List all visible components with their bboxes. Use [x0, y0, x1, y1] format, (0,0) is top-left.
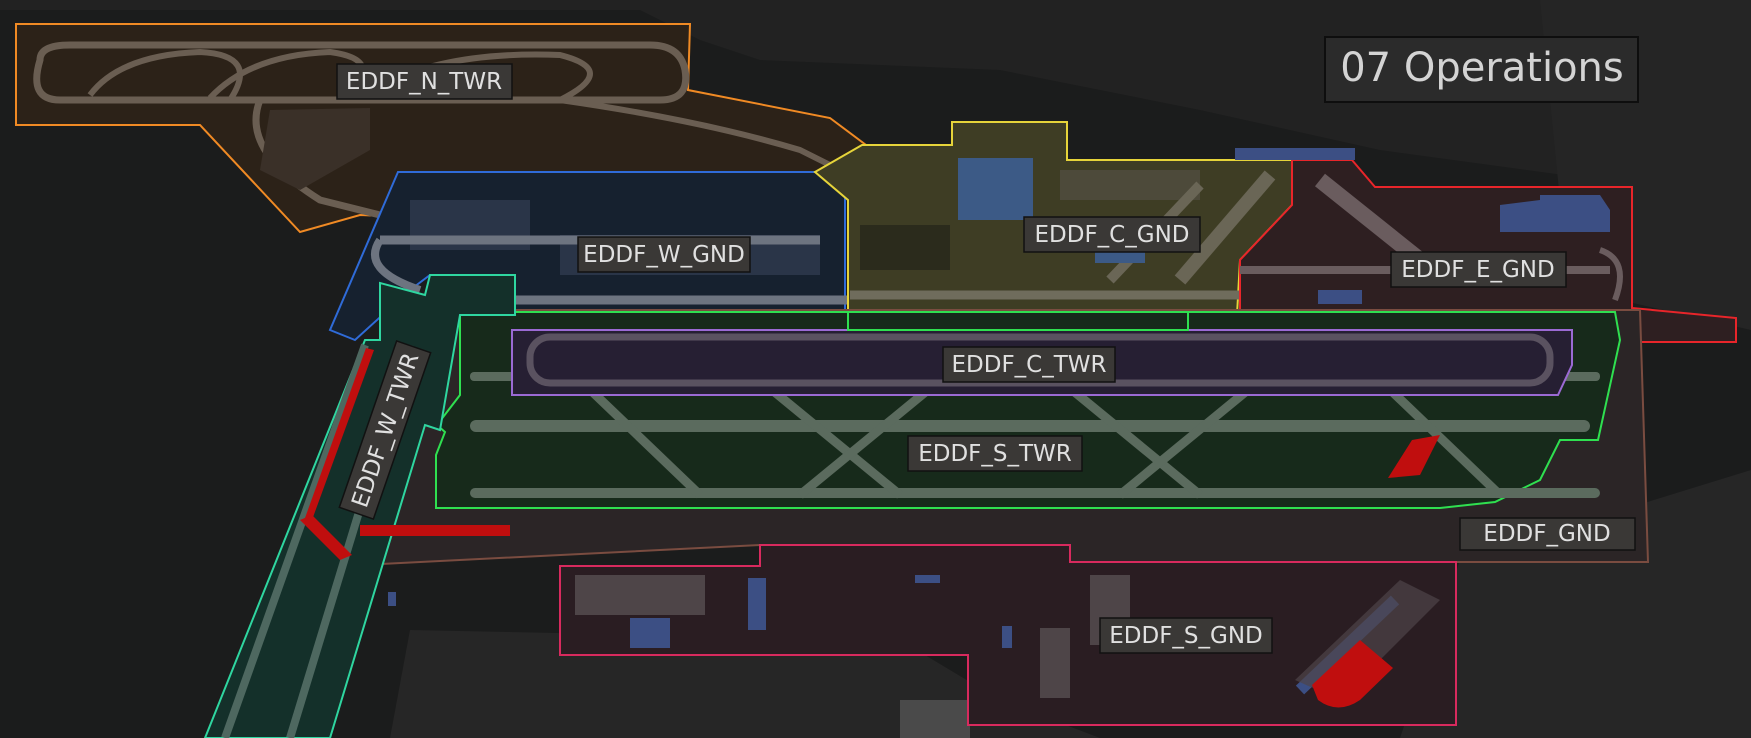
building-east-top: [1235, 148, 1355, 160]
label-e-gnd: EDDF_E_GND: [1390, 251, 1567, 288]
sector-s-gnd: [559, 544, 1457, 726]
terrain-patch: [900, 700, 970, 738]
label-n-twr-box: [336, 63, 513, 100]
runway-center: [470, 420, 1590, 432]
label-gnd: EDDF_GND: [1459, 517, 1636, 551]
taxiway-north-east: [559, 97, 842, 173]
label-s-twr-box: [907, 435, 1083, 472]
label-gnd-text: EDDF_GND: [1483, 521, 1610, 547]
label-e-gnd-text: EDDF_E_GND: [1401, 257, 1554, 283]
label-c-twr-box: [942, 346, 1116, 383]
closed-taxiway-east: [1388, 435, 1440, 478]
operations-title-box: [1324, 36, 1639, 103]
building-south-blue-b: [748, 578, 766, 630]
label-c-gnd-text: EDDF_C_GND: [1035, 222, 1190, 248]
taxiway-cross-a: [576, 376, 704, 499]
building-west-small: [388, 592, 396, 606]
apron-north-patch: [260, 108, 370, 190]
label-n-twr-text: EDDF_N_TWR: [346, 69, 502, 95]
building-east-blue: [1500, 195, 1610, 232]
sector-c-gnd-boundary-strip: [847, 311, 1189, 331]
operations-title: 07 Operations: [1324, 36, 1639, 103]
label-s-gnd: EDDF_S_GND: [1099, 617, 1273, 654]
label-n-twr: EDDF_N_TWR: [336, 63, 513, 100]
label-c-twr: EDDF_C_TWR: [942, 346, 1116, 383]
label-gnd-box: [1459, 517, 1636, 551]
building-south-blue-c: [915, 575, 940, 583]
terrain-north: [0, 0, 1751, 180]
label-c-twr-text: EDDF_C_TWR: [951, 352, 1106, 378]
building-south-blue-d: [1002, 626, 1012, 648]
label-w-twr-box: [338, 339, 432, 521]
label-w-gnd-box: [577, 236, 751, 273]
closed-apron-south: [1312, 640, 1393, 708]
label-w-gnd-text: EDDF_W_GND: [583, 242, 745, 268]
label-w-gnd: EDDF_W_GND: [577, 236, 751, 273]
building-east-small: [1318, 290, 1362, 304]
label-s-gnd-box: [1099, 617, 1273, 654]
sector-e-gnd: [1235, 148, 1737, 343]
label-s-twr: EDDF_S_TWR: [907, 435, 1083, 472]
apron-south-b: [1040, 628, 1070, 698]
label-c-gnd-box: [1023, 216, 1201, 253]
closed-taxiway-west-link: [360, 525, 510, 536]
taxiway-cross-e: [1117, 376, 1263, 499]
runway-west-parallel-a: [221, 343, 369, 738]
pier-east-diagonal: [1315, 173, 1425, 267]
label-c-gnd: EDDF_C_GND: [1023, 216, 1201, 253]
taxiway-cross-c: [797, 376, 943, 499]
closed-runway-west: [305, 348, 374, 520]
taxiway-cross-b: [757, 376, 903, 499]
operations-title-text: 07 Operations: [1340, 45, 1624, 91]
terminal-central-building: [958, 158, 1033, 220]
runway-c-twr: [526, 333, 1554, 387]
apron-south-a: [575, 575, 705, 615]
apron-central-pier: [1060, 170, 1200, 200]
runway-south-taxi: [470, 488, 1600, 498]
label-s-twr-text: EDDF_S_TWR: [918, 441, 1072, 467]
terrain-southeast: [1400, 470, 1751, 738]
pier-central-diagonal: [1174, 170, 1276, 285]
runway-north: [33, 41, 690, 104]
taxiway-cross-f: [1376, 376, 1504, 499]
taxiway-east-loop: [1598, 247, 1623, 302]
closed-taxiway-west-hook: [300, 515, 352, 560]
taxiway-cross-d: [1057, 376, 1203, 499]
label-e-gnd-box: [1390, 251, 1567, 288]
terminal-central-dark: [860, 225, 950, 270]
taxiway-west-curve: [371, 237, 422, 294]
label-s-gnd-text: EDDF_S_GND: [1109, 623, 1263, 649]
building-south-blue-a: [630, 618, 670, 648]
